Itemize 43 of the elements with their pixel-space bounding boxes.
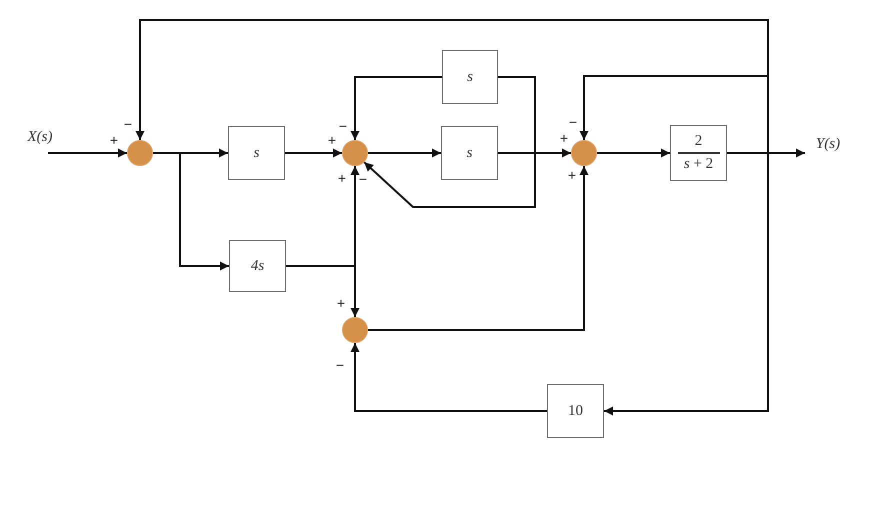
sign-label: − [124, 117, 132, 131]
signal-arrow [364, 152, 536, 208]
sign-label: + [328, 133, 336, 147]
sign-label: + [568, 168, 576, 182]
sign-label: + [110, 133, 118, 147]
transfer-function: 10 [568, 404, 583, 418]
sign-label: − [336, 358, 344, 372]
sign-label: + [336, 296, 346, 310]
signal-arrow [368, 166, 588, 331]
sign-label: + [338, 171, 346, 185]
signal-line [498, 76, 536, 154]
signal-arrow [368, 148, 441, 158]
signal-arrow [153, 152, 229, 270]
sign-label: − [568, 115, 578, 129]
summing-junction [571, 140, 597, 166]
signal-arrow [597, 148, 670, 158]
transfer-function: s [254, 146, 260, 160]
signal-arrow [350, 343, 547, 412]
summing-junction [127, 140, 153, 166]
signal-arrow [350, 76, 442, 140]
signal-label: X(s) [22, 127, 58, 147]
transfer-block [229, 240, 286, 292]
signal-arrow [285, 148, 342, 158]
sign-label: + [560, 131, 568, 145]
sign-label: − [358, 172, 368, 186]
transfer-block [228, 126, 285, 180]
transfer-block [670, 125, 727, 181]
summing-junction [342, 317, 368, 343]
transfer-block [441, 126, 498, 180]
signal-arrow [580, 75, 769, 154]
summing-junction [342, 140, 368, 166]
transfer-function: 4s [250, 258, 264, 274]
signal-label: Y(s) [810, 134, 846, 154]
transfer-function: s [467, 70, 473, 84]
signal-arrow [604, 152, 769, 416]
transfer-function: s [466, 146, 472, 160]
signal-arrow [48, 148, 127, 158]
signal-arrow [286, 265, 360, 317]
transfer-block [442, 50, 498, 104]
numerator: 2 [694, 134, 702, 150]
denominator: s + 2 [684, 156, 714, 172]
sign-label: − [338, 119, 348, 133]
transfer-block [547, 384, 604, 438]
